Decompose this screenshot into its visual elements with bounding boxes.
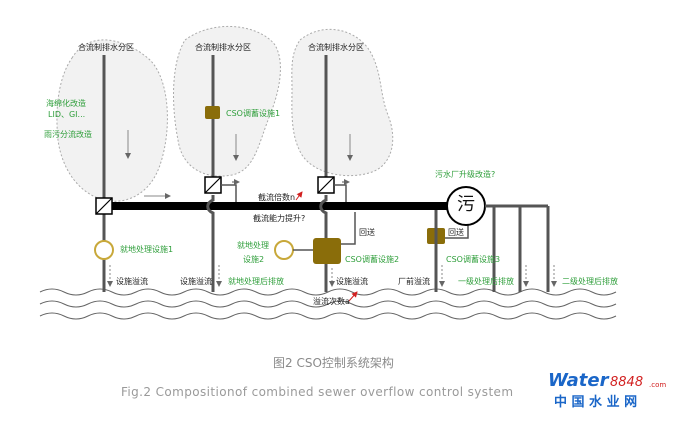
overflow-label-3: 设施溢流 [336,277,368,286]
local-treatment-2-unit [274,240,294,260]
local-treatment-2-label-a: 就地处理 [237,241,269,250]
overflow-count-label: 溢流次数a [313,297,350,306]
watermark-brand: Water [548,370,609,391]
secondary-discharge-label: 二级处理后排放 [562,277,618,286]
overflow-pipe-3 [319,195,328,292]
cso-storage-3-label: CSO调蓄设施3 [446,255,501,264]
catchment-1-label: 合流制排水分区 [78,43,134,52]
return-label-1: 回送 [359,228,375,237]
wwtp-label: 污 [457,194,475,215]
local-treatment-2-label-b: 设施2 [243,255,265,264]
caption-zh: 图2 CSO控制系统架构 [273,356,394,370]
interception-capacity-label: 截流能力提升? [253,214,306,223]
red-arrow-overflow-count [348,291,358,302]
watermark-number: 8848 [610,375,644,390]
local-treatment-1-label: 就地处理设施1 [120,245,174,254]
watermark-logo: Water 8848 .com 中 国 水 业 网 [548,372,670,416]
catchment-1-area [56,39,168,202]
watermark-cn: 中 国 水 业 网 [554,395,638,410]
catchment-2-label: 合流制排水分区 [195,43,251,52]
sponge-label-2: LID、GI... [48,110,86,119]
return-line-1 [341,212,356,245]
cso-storage-1-label: CSO调蓄设施1 [226,109,281,118]
regulator-2 [204,176,222,194]
separation-label: 雨污分流改造 [44,130,92,139]
red-arrow-interception [295,191,303,201]
regulator-2-link [221,184,237,202]
wwtp-upgrade-label: 污水厂升级改造? [435,170,496,179]
cso-storage-2-tank [313,238,341,264]
overflow-label-1: 设施溢流 [116,277,148,286]
caption-en: Fig.2 Compositionof combined sewer overf… [121,385,514,399]
overflow-label-2: 设施溢流 [180,277,212,286]
overflow-pipe-2 [206,195,215,292]
catchment-2-area [173,25,281,177]
catchment-3-area [291,28,394,177]
cso-storage-1-tank [205,106,220,119]
local-treatment-1-unit [94,240,114,260]
regulator-3-link [334,184,347,202]
regulator-1 [95,197,113,215]
primary-discharge-label: 一级处理后排放 [458,277,514,286]
return-label-2: 回送 [448,228,464,237]
watermark-dotcom: .com [649,381,667,389]
interception-ratio-label: 截流倍数n [258,193,296,202]
cso-storage-2-label: CSO调蓄设施2 [345,255,400,264]
after-local-discharge-label: 就地处理后排放 [228,277,284,286]
sponge-label-1: 海绵化改造 [46,99,86,108]
catchment-3-label: 合流制排水分区 [308,43,364,52]
plant-overflow-label: 厂前溢流 [398,277,430,286]
regulator-3 [317,176,335,194]
